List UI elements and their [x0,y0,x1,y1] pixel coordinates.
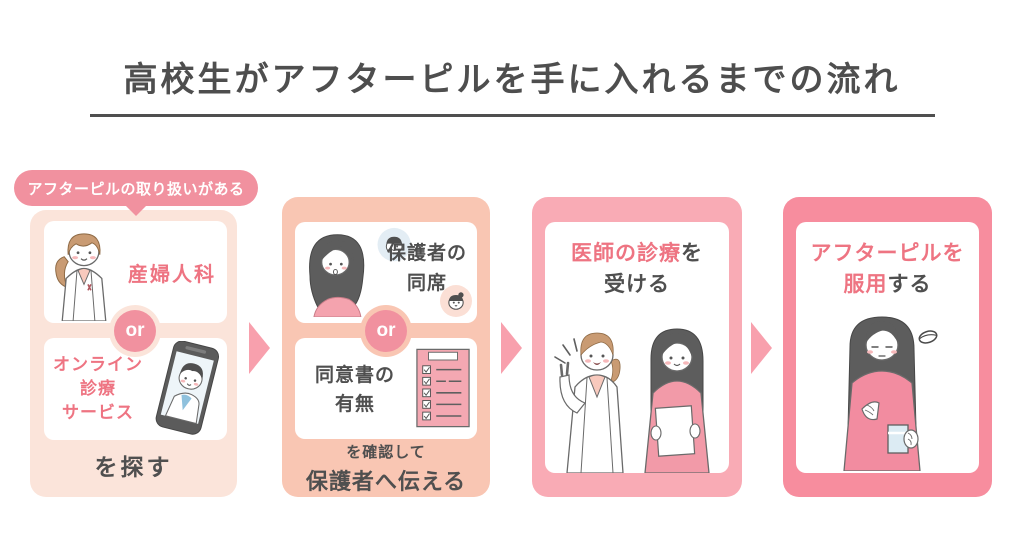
step1-panel: 産婦人科 or オンライン 診療 サービス [30,210,237,497]
availability-badge: アフターピルの取り扱いがある [14,170,258,216]
step3-heading-line2: 受ける [604,273,670,296]
doctor-and-patient-illustration [549,315,725,473]
or-circle-step2: or [365,310,407,352]
step1-action-label: を探す [94,454,173,480]
step2-option-consent-card: 同意書の 有無 [295,338,477,439]
step1-option-online-card: オンライン 診療 サービス [44,338,227,440]
mother-face-icon [440,285,472,317]
consent-form-line1: 同意書の [314,365,395,386]
arrow-right-icon [501,322,522,374]
step4-card: アフターピルを 服用する [796,222,979,473]
girl-taking-pill-illustration [822,307,952,471]
step3-panel: 医師の診療を 受ける [532,197,742,497]
step2-panel: 保護者の 同席 or 同意書の 有無 [282,197,490,497]
step3-heading-accent: 医師の診療 [571,242,681,265]
step4-heading: アフターピルを 服用する [796,238,979,300]
page-title: 高校生がアフターピルを手に入れるまでの流れ [123,61,901,99]
step4-heading-line1: アフターピルを [810,242,965,265]
step3-heading: 医師の診療を 受ける [545,238,729,300]
online-service-line2: 診療 [80,379,116,398]
consent-checklist-illustration [415,347,471,429]
arrow-right-icon [751,322,772,374]
gynecology-label: 産婦人科 [128,263,216,286]
step2-option-presence-card: 保護者の 同席 [295,222,477,323]
step4-panel: アフターピルを 服用する [783,197,992,497]
guardian-presence-label: 保護者の 同席 [377,239,477,299]
step3-card: 医師の診療を 受ける [545,222,729,473]
online-service-line1: オンライン [53,355,143,374]
step2-action-label: を確認して 保護者へ伝える [282,441,490,496]
guardian-presence-line1: 保護者の [386,243,467,264]
step3-heading-rest: を [681,242,703,265]
step2-action-line1: を確認して [346,444,426,461]
availability-badge-label: アフターピルの取り扱いがある [27,180,245,198]
step4-heading-line2-rest: する [887,273,932,296]
online-service-label: オンライン 診療 サービス [50,353,146,425]
consent-form-line2: 有無 [334,394,375,415]
step1-option-gynecology-card: 産婦人科 [44,221,227,323]
gynecologist-illustration [48,227,118,321]
title-underline [90,114,935,117]
consent-form-label: 同意書の 有無 [299,361,411,419]
smartphone-doctor-illustration [146,341,224,437]
girl-thinking-illustration [297,225,415,317]
guardian-presence-line2: 同席 [406,273,447,294]
online-service-line3: サービス [62,403,134,422]
step2-action-line2: 保護者へ伝える [305,469,467,494]
or-circle-step1: or [114,310,156,352]
step4-heading-line2-accent: 服用 [843,273,888,296]
badge-tail [124,204,148,216]
arrow-right-icon [249,322,270,374]
